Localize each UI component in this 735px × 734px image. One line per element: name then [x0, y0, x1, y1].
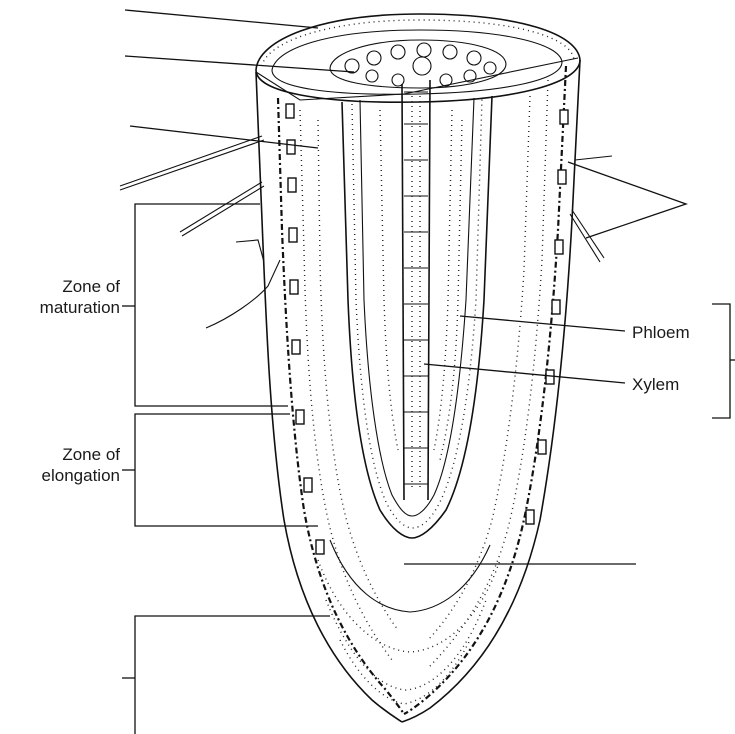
epidermis-cells-right	[526, 110, 568, 524]
root-outline-left	[256, 72, 402, 722]
label-phloem: Phloem	[632, 323, 690, 342]
leader-lines	[125, 10, 686, 564]
leader-line-right-pair	[568, 162, 686, 238]
meristem-curve-1	[330, 540, 490, 612]
vascular-cylinder-inner	[360, 98, 474, 516]
phloem-strand-left	[380, 110, 398, 450]
label-zone-maturation-line1: Zone of	[62, 277, 120, 296]
bracket-root-cap-region	[135, 616, 330, 734]
leader-line-top-1	[125, 10, 318, 28]
cortex-texture-left	[300, 110, 392, 660]
label-zone-elongation-line2: elongation	[42, 466, 120, 485]
epidermis-cells-left	[286, 104, 324, 554]
bracket-vascular-tissue	[712, 304, 730, 418]
label-zone-maturation-line2: maturation	[40, 298, 120, 317]
leader-line-xylem	[424, 364, 625, 383]
meristem-curve-2	[318, 560, 500, 652]
label-zone-elongation-line1: Zone of	[62, 445, 120, 464]
xylem-vessel	[402, 80, 430, 500]
label-xylem: Xylem	[632, 375, 679, 394]
cutaway-plane-left	[256, 72, 404, 100]
root-hairs	[120, 136, 612, 328]
leader-line-top-2	[125, 56, 354, 72]
cortex-texture-left-2	[318, 120, 398, 630]
leader-line-cortex	[130, 126, 318, 148]
leader-line-phloem	[460, 316, 625, 331]
bracket-zone-elongation	[135, 414, 318, 526]
root-cap-texture	[340, 640, 470, 704]
epidermis-layer-left	[278, 98, 404, 714]
phloem-strand-right-2	[440, 120, 462, 460]
phloem-strand-right	[434, 110, 452, 450]
